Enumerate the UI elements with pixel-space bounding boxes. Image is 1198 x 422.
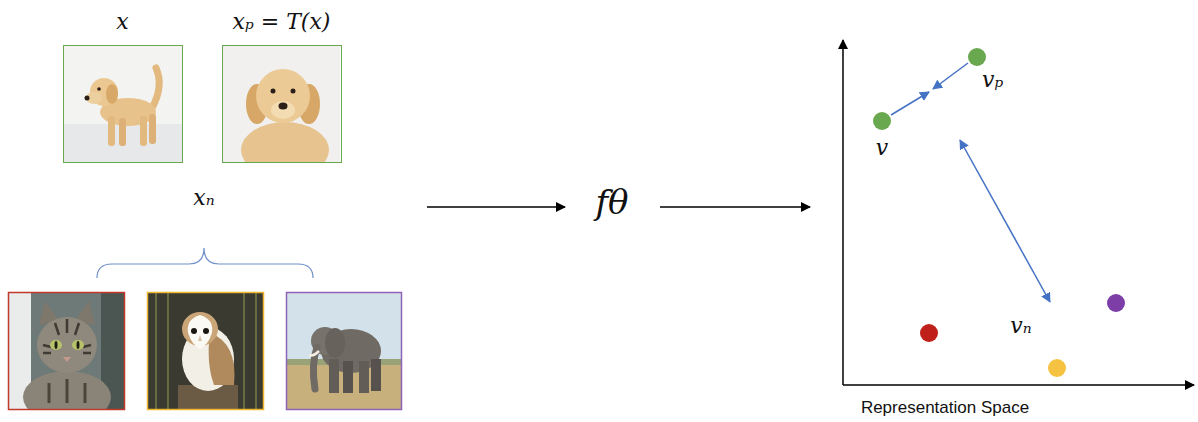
pull-arrow — [933, 63, 968, 89]
image-frame — [9, 293, 125, 410]
anchor-image: x — [63, 45, 183, 163]
label-holder: v — [876, 136, 888, 160]
flow-arrow — [660, 206, 810, 208]
label-holder: xₚ = T(x) — [233, 10, 331, 34]
label-holder: Representation Space — [861, 399, 1029, 418]
negative-point — [1107, 294, 1125, 312]
negative-embedding-label: vₙ — [1010, 313, 1031, 338]
push-arrow — [960, 140, 1050, 302]
image-frame — [287, 293, 402, 410]
dog-photo — [223, 46, 340, 178]
y-axis — [842, 40, 844, 385]
curly-brace — [97, 248, 313, 278]
point-label: vₚ — [982, 67, 1003, 92]
owl-photo — [148, 293, 263, 409]
flow-arrow — [427, 206, 565, 208]
label-holder: vₙ — [1010, 314, 1031, 338]
negative-point — [920, 324, 938, 342]
label-holder: vₚ — [982, 68, 1003, 92]
positive-image: xₚ = T(x) — [222, 45, 342, 163]
image-frame — [148, 293, 264, 410]
label-holder: fθ — [595, 184, 628, 221]
pull-arrow — [891, 92, 929, 115]
axis-title: Representation Space — [861, 398, 1029, 417]
image-label: x — [116, 9, 128, 34]
point-label: v — [876, 135, 888, 160]
dog-photo — [64, 46, 182, 162]
anchor-embedding: v — [873, 112, 891, 130]
x-axis — [843, 384, 1194, 386]
negative-point — [1048, 359, 1066, 377]
negatives-label: xₙ — [193, 185, 214, 210]
cat-photo — [9, 293, 124, 422]
label-holder: x — [116, 10, 128, 34]
image-label: xₚ = T(x) — [233, 9, 331, 34]
positive-embedding: vₚ — [968, 48, 986, 66]
label-holder: xₙ — [193, 186, 214, 210]
encoder-label: fθ — [595, 182, 628, 222]
elephant-photo — [287, 293, 401, 409]
